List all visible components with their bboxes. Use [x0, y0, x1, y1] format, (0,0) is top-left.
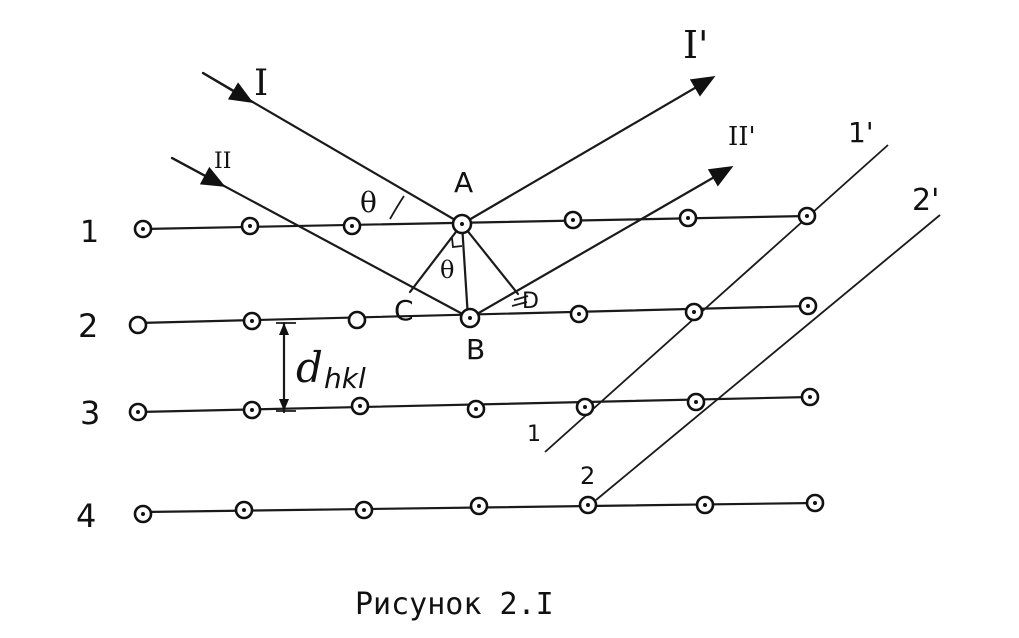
atom-dot [805, 214, 809, 218]
atom-dot [141, 227, 145, 231]
spacing-label-subscript: hkl [324, 362, 366, 395]
wavefront-2 [595, 214, 941, 501]
atom-dot [141, 512, 145, 516]
beam-label-reflected-1: I' [683, 23, 708, 67]
row-labels: 1 2 3 4 [76, 215, 100, 535]
atom-dot [808, 395, 812, 399]
atom [128, 315, 148, 335]
atom-dot [474, 407, 478, 411]
atom-dot [686, 216, 690, 220]
atom-dot [242, 508, 246, 512]
spacing-label: d hkl [296, 343, 366, 395]
row-label-2: 2 [78, 307, 98, 345]
line-a-c [408, 222, 464, 294]
atom-dot [813, 501, 817, 505]
angle-labels: θ θ [360, 186, 454, 284]
atom-dot [806, 304, 810, 308]
atom-dot [694, 400, 698, 404]
beam-label-incident-2: II [214, 149, 231, 174]
figure-caption: Рисунок 2.I [355, 587, 554, 622]
angle-label-theta-1: θ [360, 186, 377, 219]
construction-lines [389, 195, 529, 320]
atom-dot [250, 408, 254, 412]
beam-label-reflected-2: II' [728, 122, 756, 152]
atom [347, 310, 367, 330]
wavefront-label-1-top: 1' [848, 116, 874, 149]
atom-dot [250, 319, 254, 323]
wavefront-label-1-bottom: 1 [527, 422, 541, 447]
wavefront-1 [544, 144, 889, 453]
atom-dot [571, 218, 575, 222]
atom-dot [248, 224, 252, 228]
wavefronts [544, 144, 941, 501]
right-angle-mark [451, 237, 463, 248]
atom-dot [362, 508, 366, 512]
point-labels: A B C D [394, 166, 539, 366]
line-a-b [460, 222, 470, 320]
point-label-a: A [454, 166, 473, 199]
angle-label-theta-2: θ [440, 256, 454, 284]
point-label-c: C [394, 294, 414, 327]
reflected-beam-1 [460, 76, 716, 226]
line-a-d [460, 222, 520, 296]
incident-beam-2-arrow [170, 156, 226, 187]
spacing-label-d: d [296, 343, 323, 392]
atom-dot [468, 316, 472, 320]
atom-dot [350, 224, 354, 228]
row-label-4: 4 [76, 497, 96, 535]
atom-dot [703, 503, 707, 507]
atom-dot [577, 312, 581, 316]
angle-arc-theta-1 [389, 195, 405, 220]
row-label-3: 3 [80, 394, 100, 432]
beam-label-incident-1: I [254, 63, 268, 104]
beams [170, 71, 734, 320]
row-label-1: 1 [80, 215, 99, 250]
atom-dot [583, 405, 587, 409]
beam-labels: I II I' II' [214, 23, 756, 174]
point-label-d: D [522, 289, 539, 314]
atom-dot [460, 222, 464, 226]
incident-beam-1-arrow [201, 71, 254, 104]
atoms [128, 206, 825, 524]
spacing-arrowhead-top [279, 323, 289, 335]
wavefront-labels: 1 2 1' 2' [527, 116, 939, 490]
d-hatch [511, 295, 529, 307]
point-label-b: B [466, 333, 485, 366]
atom-dot [136, 410, 140, 414]
atom-dot [692, 310, 696, 314]
reflected-beam-2 [468, 166, 734, 320]
wavefront-label-2-top: 2' [912, 183, 939, 218]
atom-dot [358, 404, 362, 408]
atom-dot [586, 503, 590, 507]
spacing-arrow [276, 321, 296, 414]
spacing-arrowhead-bottom [279, 399, 289, 411]
wavefront-label-2-bottom: 2 [580, 462, 595, 490]
atom-dot [477, 504, 481, 508]
